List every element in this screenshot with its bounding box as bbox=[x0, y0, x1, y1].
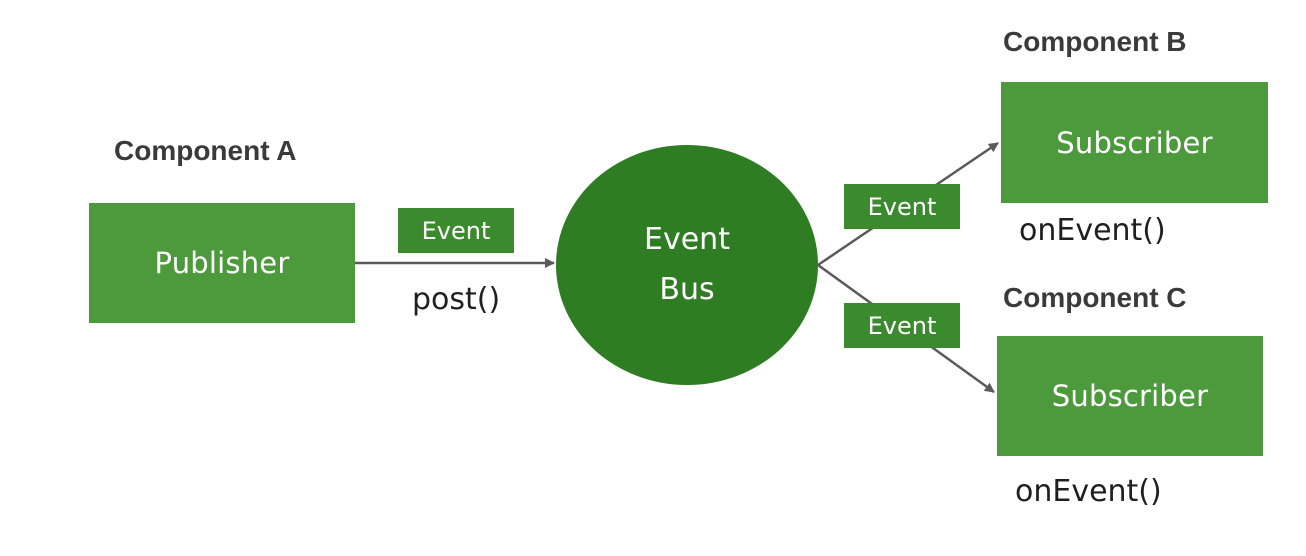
on-event-b-label: onEvent() bbox=[1019, 213, 1166, 248]
post-method-label: post() bbox=[412, 282, 501, 317]
event-bus-circle: Event Bus bbox=[556, 145, 818, 385]
event-bus-label-line1: Event bbox=[644, 222, 730, 257]
on-event-c-label: onEvent() bbox=[1015, 474, 1162, 509]
event-tag-to-c-label: Event bbox=[867, 311, 937, 340]
subscriber-c-box: Subscriber bbox=[997, 336, 1263, 456]
subscriber-b-label: Subscriber bbox=[1056, 125, 1213, 160]
publisher-box: Publisher bbox=[89, 203, 355, 323]
event-tag-to-b-label: Event bbox=[867, 192, 937, 221]
component-a-title: Component A bbox=[114, 135, 297, 166]
component-c-title: Component C bbox=[1003, 282, 1187, 313]
event-tag-publish-label: Event bbox=[421, 216, 491, 245]
event-tag-publish: Event bbox=[398, 208, 514, 253]
subscriber-c-label: Subscriber bbox=[1051, 379, 1209, 413]
event-tag-to-b: Event bbox=[844, 184, 960, 229]
subscriber-b-box: Subscriber bbox=[1001, 82, 1268, 203]
publisher-label: Publisher bbox=[154, 246, 290, 280]
component-b-title: Component B bbox=[1003, 26, 1187, 57]
event-bus-label-line2: Bus bbox=[659, 272, 715, 307]
event-tag-to-c: Event bbox=[844, 303, 960, 348]
